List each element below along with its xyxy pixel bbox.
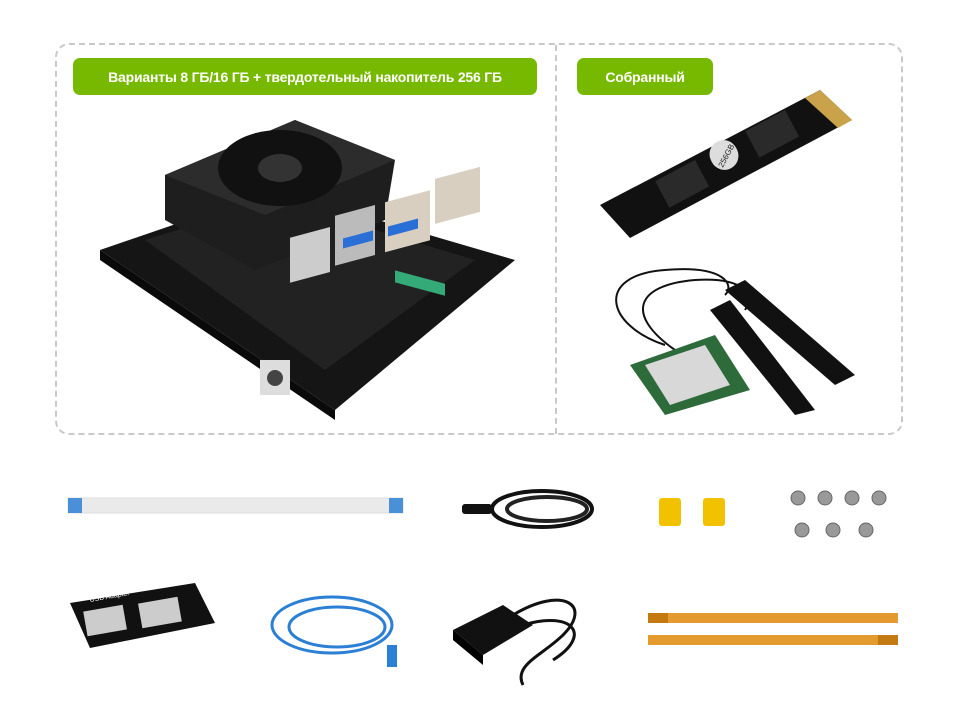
screws-image xyxy=(790,490,887,538)
usb-cable-image xyxy=(462,489,594,529)
ribbon-cable-image xyxy=(67,497,404,514)
dev-board-image xyxy=(100,120,515,420)
jumpers-image xyxy=(659,498,725,526)
assembled-badge: Собранный xyxy=(577,58,713,95)
power-adapter-image xyxy=(453,598,577,686)
frame-divider xyxy=(555,45,557,434)
variants-badge: Варианты 8 ГБ/16 ГБ + твердотельный нако… xyxy=(73,58,537,95)
usb-adapter-image: USB Adapter xyxy=(70,583,215,648)
kit-frame xyxy=(55,43,903,435)
ethernet-cable-image xyxy=(270,595,397,667)
wifi-card-image xyxy=(615,268,855,415)
camera-flex-cables-image xyxy=(648,613,898,645)
ssd-image: 256GB xyxy=(600,90,852,238)
